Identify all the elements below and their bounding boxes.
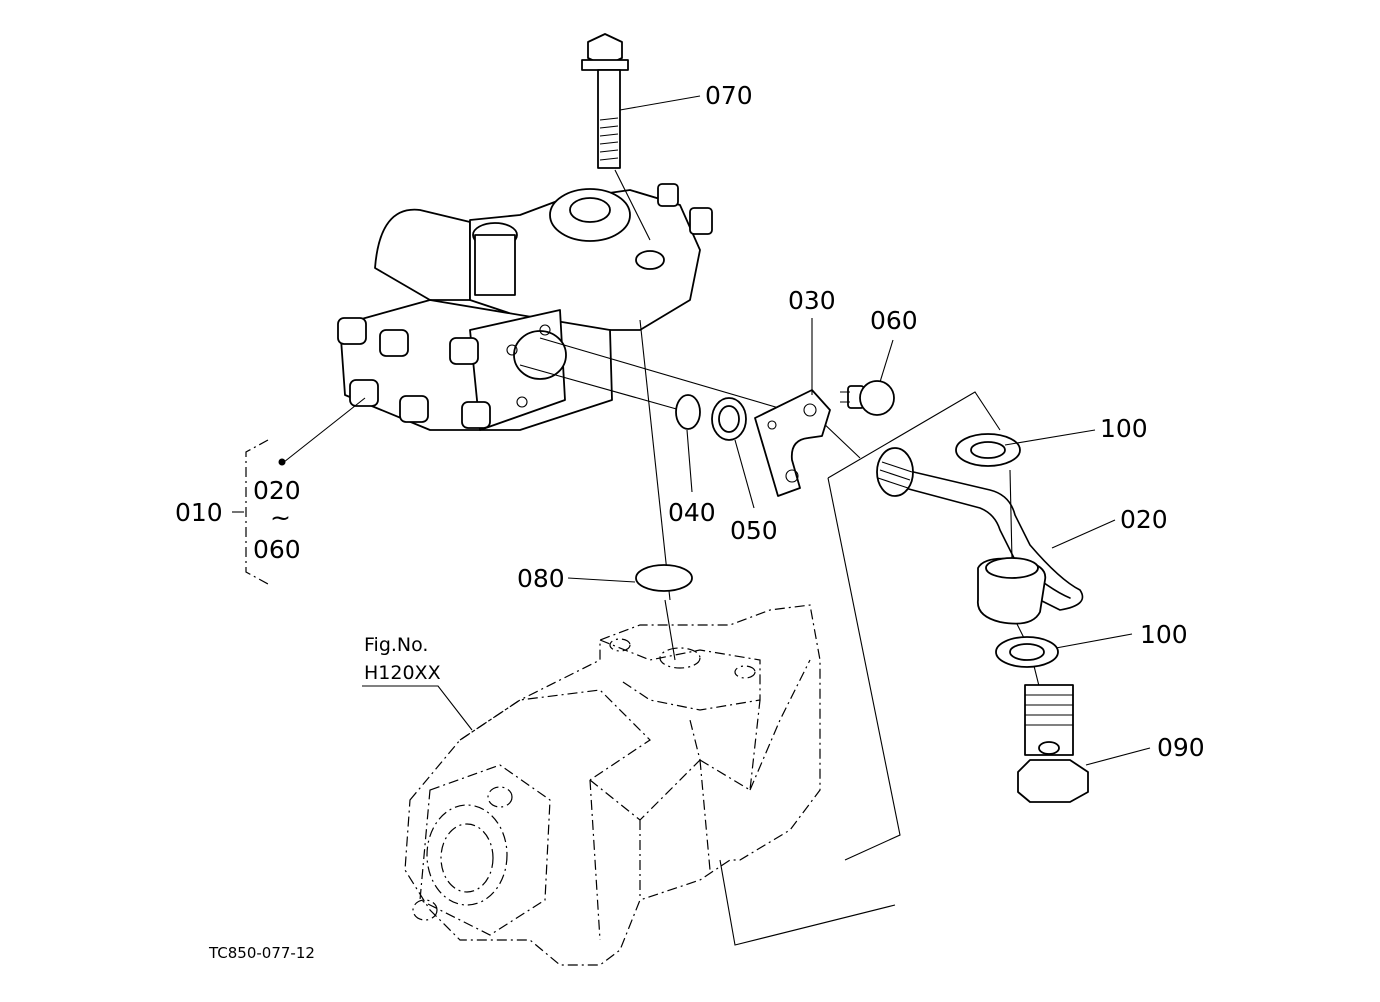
figure-ref-title: Fig.No. [364, 634, 429, 656]
bolt-070 [581, 33, 629, 169]
drawing-code: TC850-077-12 [209, 944, 315, 962]
callout-070: 070 [705, 81, 753, 110]
callout-060-group: 060 [253, 535, 301, 564]
plate-030 [754, 389, 831, 497]
hydraulic-pump [404, 604, 821, 966]
pipe-020 [876, 447, 1084, 625]
callout-080: 080 [517, 564, 565, 593]
callout-040: 040 [668, 498, 716, 527]
washer-100-bottom [995, 636, 1059, 668]
callout-010: 010 [175, 498, 223, 527]
washer-050 [711, 397, 747, 441]
group-bracket-010 [245, 439, 269, 585]
callout-range-tilde: ~ [270, 503, 291, 532]
control-valve-body [337, 183, 713, 431]
callout-100-lower: 100 [1140, 620, 1188, 649]
o-ring-080 [635, 564, 693, 592]
callout-090: 090 [1157, 733, 1205, 762]
callout-060-plug: 060 [870, 306, 918, 335]
callout-030: 030 [788, 286, 836, 315]
washer-100-top [955, 433, 1021, 467]
bolt-090 [1017, 684, 1089, 803]
callout-050: 050 [730, 516, 778, 545]
callout-020-group: 020 [253, 476, 301, 505]
plug-060 [840, 380, 895, 416]
o-ring-040 [675, 394, 701, 430]
figure-ref-number: H120XX [364, 662, 441, 684]
callout-020-pipe: 020 [1120, 505, 1168, 534]
callout-100-upper: 100 [1100, 414, 1148, 443]
